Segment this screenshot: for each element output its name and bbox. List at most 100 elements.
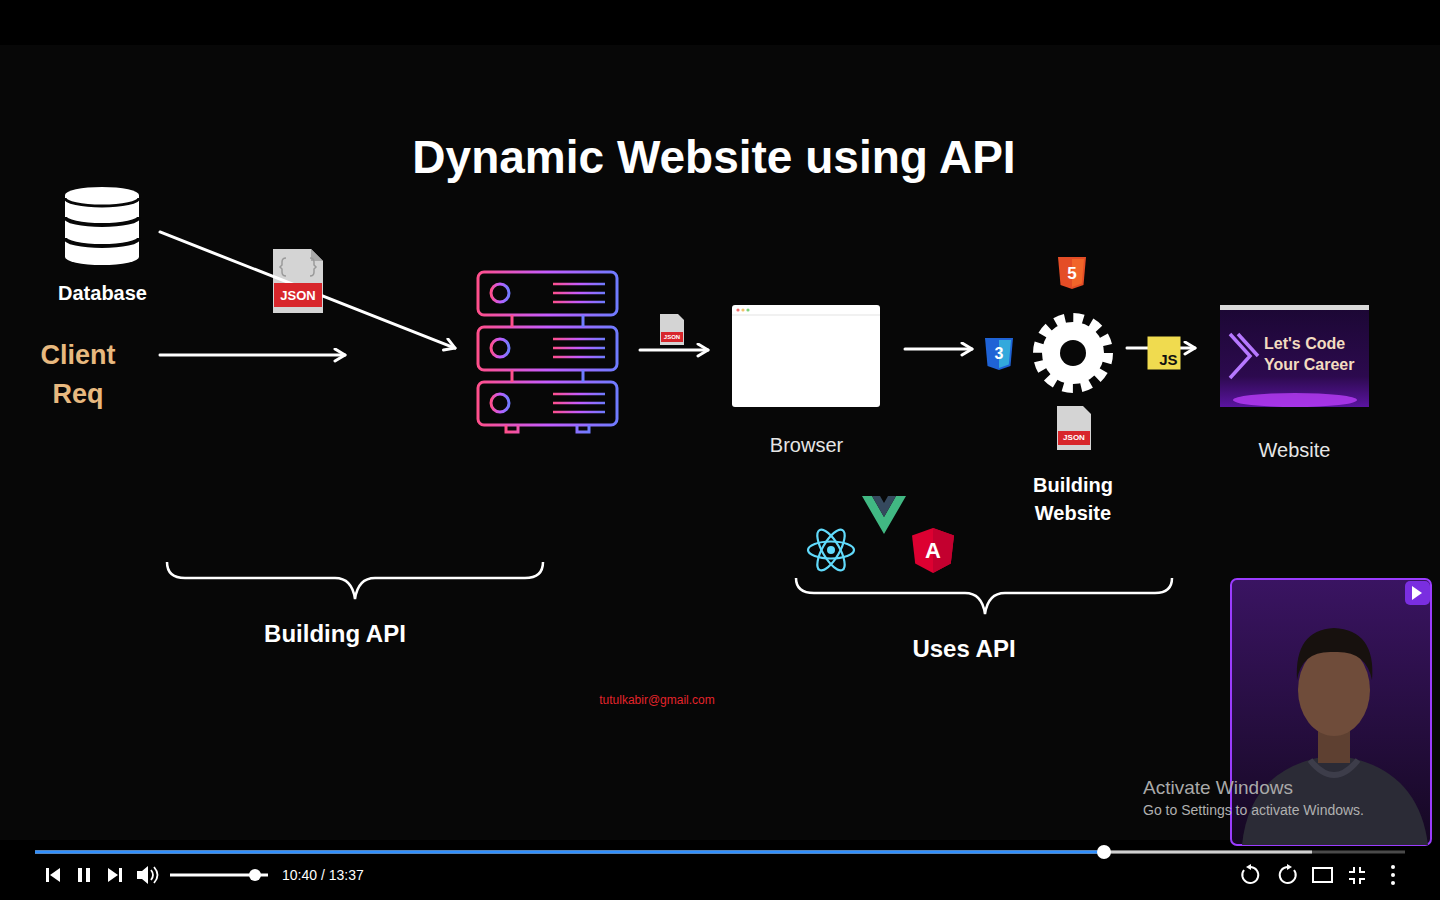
json-badge-text: JSON	[1063, 434, 1085, 442]
json-badge-text: JSON	[664, 334, 680, 340]
node-label: Client Req	[22, 336, 134, 414]
browser-window	[732, 305, 880, 407]
server-light	[491, 339, 509, 357]
pause-icon	[86, 868, 90, 882]
progress-buffer	[35, 851, 1312, 854]
react-orbit	[812, 526, 850, 574]
progress-track	[35, 851, 1405, 854]
website-node: Let's Code Your CareerWebsite	[1220, 305, 1369, 407]
css3-badge-text: 3	[995, 346, 1004, 362]
presenter-body	[1242, 755, 1428, 845]
next-icon	[119, 868, 122, 882]
browser-bar	[732, 315, 880, 316]
website-logo	[1230, 334, 1258, 378]
node-label: Let's Code Your Career	[1264, 333, 1366, 375]
top-bar	[0, 0, 1440, 45]
node-label: Browser	[712, 432, 901, 458]
file-paper	[1057, 406, 1091, 450]
menu-icon	[1391, 881, 1395, 885]
html5-badge	[1058, 257, 1086, 289]
progress-played	[35, 851, 1104, 854]
vue-logo	[862, 496, 906, 534]
vue-outer	[862, 496, 906, 534]
forward-icon	[1287, 864, 1292, 870]
website-bar	[1220, 305, 1369, 310]
volume-icon	[137, 866, 148, 884]
slide-ground	[0, 45, 1440, 840]
building-website-node: Building Website	[1033, 313, 1113, 393]
gear-icon	[1038, 318, 1108, 388]
browser-dot	[741, 308, 744, 311]
flow-arrow	[160, 232, 455, 348]
browser-dot	[746, 308, 749, 311]
file-band	[1058, 431, 1090, 445]
presenter-hair	[1297, 628, 1373, 680]
small-json-icon	[660, 314, 684, 345]
angular-badge-text: A	[925, 540, 941, 562]
react-core	[827, 546, 835, 554]
css3-badge	[985, 338, 1013, 370]
flow-arrow	[160, 353, 345, 356]
server-light	[491, 394, 509, 412]
rewind-icon	[1246, 864, 1251, 870]
node-caption: Website	[1200, 437, 1389, 463]
diagram-title: Dynamic Website using API	[412, 134, 1015, 180]
menu-icon	[1391, 865, 1395, 869]
database-ring	[65, 198, 139, 206]
os-watermark: Go to Settings to activate Windows.	[1143, 803, 1364, 817]
webcam-badge-mark	[1412, 586, 1422, 600]
json-file-icon	[1057, 406, 1091, 450]
video-time: 10:40 / 13:37	[282, 868, 364, 882]
video-controls	[35, 845, 1405, 885]
bracket-label: Building API	[264, 622, 406, 646]
gear-hole	[1060, 340, 1086, 366]
react-orbit	[808, 542, 854, 559]
bracket-label: Uses API	[912, 637, 1015, 661]
file-braces	[280, 258, 316, 276]
theater-icon	[1313, 868, 1332, 882]
file-band	[661, 332, 683, 342]
website-frame	[1220, 305, 1369, 407]
prev-icon	[50, 868, 60, 882]
angular-shield	[912, 528, 954, 573]
brace	[796, 578, 1172, 614]
control-bar	[0, 840, 1440, 900]
webcam-badge	[1405, 581, 1430, 605]
flow-arrow	[640, 348, 708, 351]
pause-icon	[78, 868, 82, 882]
browser-node: Browser	[732, 305, 881, 407]
angular-logo	[912, 528, 954, 573]
fullscreen-icon	[1349, 867, 1365, 884]
prev-icon	[46, 868, 49, 882]
volume-knob	[249, 869, 261, 881]
html5-badge-text: 5	[1067, 265, 1076, 282]
menu-icon	[1391, 873, 1395, 877]
server-icon	[478, 272, 617, 432]
vue-inner	[872, 496, 896, 517]
react-logo	[808, 526, 854, 574]
gear-teeth	[1038, 318, 1108, 388]
browser-frame	[732, 305, 880, 407]
server-foot	[506, 425, 589, 432]
volume-waves	[151, 867, 158, 883]
database-node: Database	[50, 180, 155, 308]
progress-knob	[1097, 845, 1111, 859]
react-orbit	[812, 526, 850, 574]
server-light	[491, 284, 509, 302]
brace	[167, 562, 543, 599]
flow-arrow	[905, 347, 972, 350]
website-thumbnail	[1220, 305, 1369, 407]
json-badge-text: JSON	[274, 283, 322, 307]
js-badge: JS	[1148, 337, 1181, 370]
server-node	[476, 270, 619, 433]
node-label: Building Website	[998, 471, 1148, 527]
browser-dot	[736, 308, 739, 311]
database-ring	[65, 238, 139, 246]
server-vent	[553, 284, 605, 412]
database-ring	[65, 217, 139, 225]
node-label: Database	[30, 280, 175, 306]
os-watermark: Activate Windows	[1143, 778, 1293, 797]
client-request-node: Client Req	[22, 336, 134, 416]
database-body	[65, 187, 139, 265]
